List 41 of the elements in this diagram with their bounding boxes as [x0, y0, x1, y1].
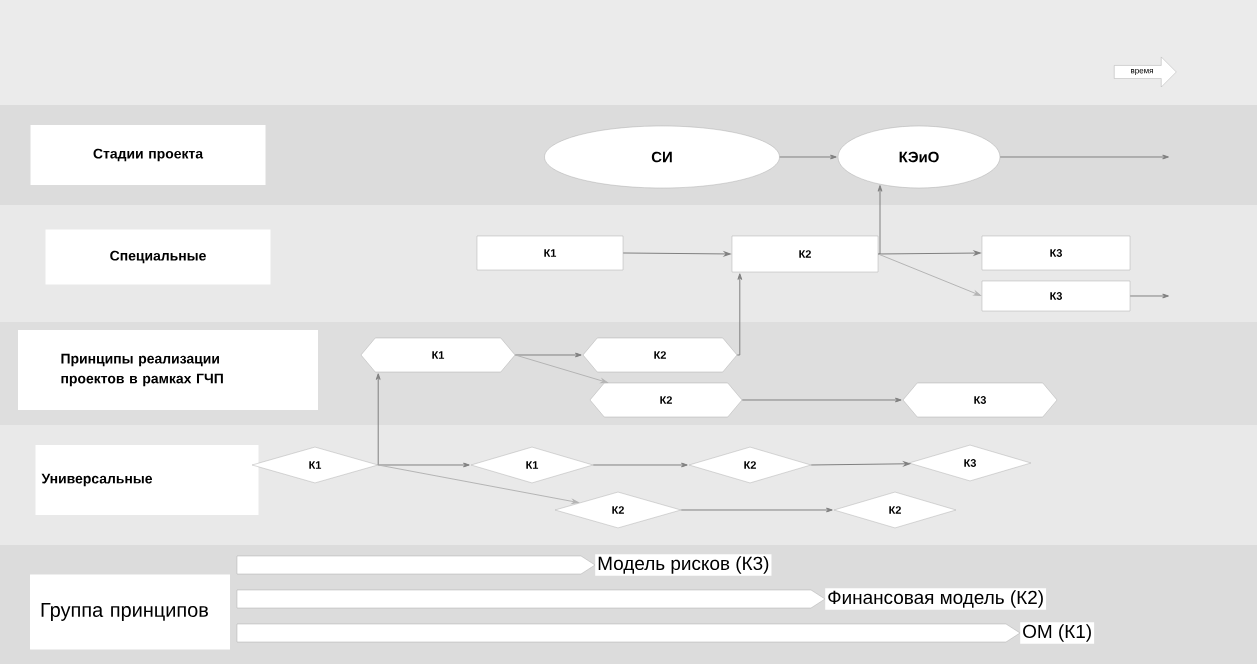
hexagon-node: К3 — [902, 382, 1058, 418]
arrow — [622, 251, 731, 257]
diamond-node: К3 — [908, 444, 1032, 482]
diamond-node: К1 — [251, 446, 379, 484]
hexagon-node: К1 — [360, 337, 516, 373]
diamond-node: К2 — [688, 446, 812, 484]
progress-bar: Модель рисков (К3) — [236, 554, 772, 576]
arrow — [779, 154, 837, 160]
arrow — [877, 253, 981, 296]
arrow — [736, 273, 743, 356]
diamond-node: К1 — [470, 446, 594, 484]
arrow — [377, 464, 579, 504]
arrow — [375, 373, 381, 466]
diamond-node: К2 — [554, 491, 682, 529]
arrow — [514, 352, 582, 358]
arrow — [1129, 293, 1169, 299]
arrow — [999, 154, 1169, 160]
node-label: ОМ (К1) — [1023, 624, 1091, 642]
process-box: К3 — [981, 235, 1131, 271]
row-label: Специальные — [45, 229, 271, 285]
arrow — [592, 462, 688, 468]
arrow — [514, 354, 608, 384]
process-box: К1 — [476, 235, 624, 271]
arrow — [877, 250, 981, 256]
arrow — [377, 462, 470, 468]
node-label: Модель рисков (К3) — [598, 556, 769, 574]
arrow — [680, 507, 833, 513]
row-label: Группа принципов — [30, 574, 230, 650]
diamond-node: К2 — [833, 491, 957, 529]
progress-bar: Финансовая модель (К2) — [236, 588, 1047, 610]
row-label: Принципы реализации проектов в рамках ГЧП — [18, 330, 318, 410]
node-label: Финансовая модель (К2) — [828, 590, 1043, 608]
hexagon-node: К2 — [589, 382, 743, 418]
process-box: К3 — [981, 280, 1131, 312]
arrow — [810, 461, 911, 467]
process-box: К2 — [731, 235, 879, 273]
arrow — [877, 185, 883, 255]
arrow — [741, 397, 902, 403]
progress-bar: ОМ (К1) — [236, 622, 1095, 644]
row-label: Стадии проекта — [30, 125, 266, 185]
hexagon-node: К2 — [582, 337, 738, 373]
